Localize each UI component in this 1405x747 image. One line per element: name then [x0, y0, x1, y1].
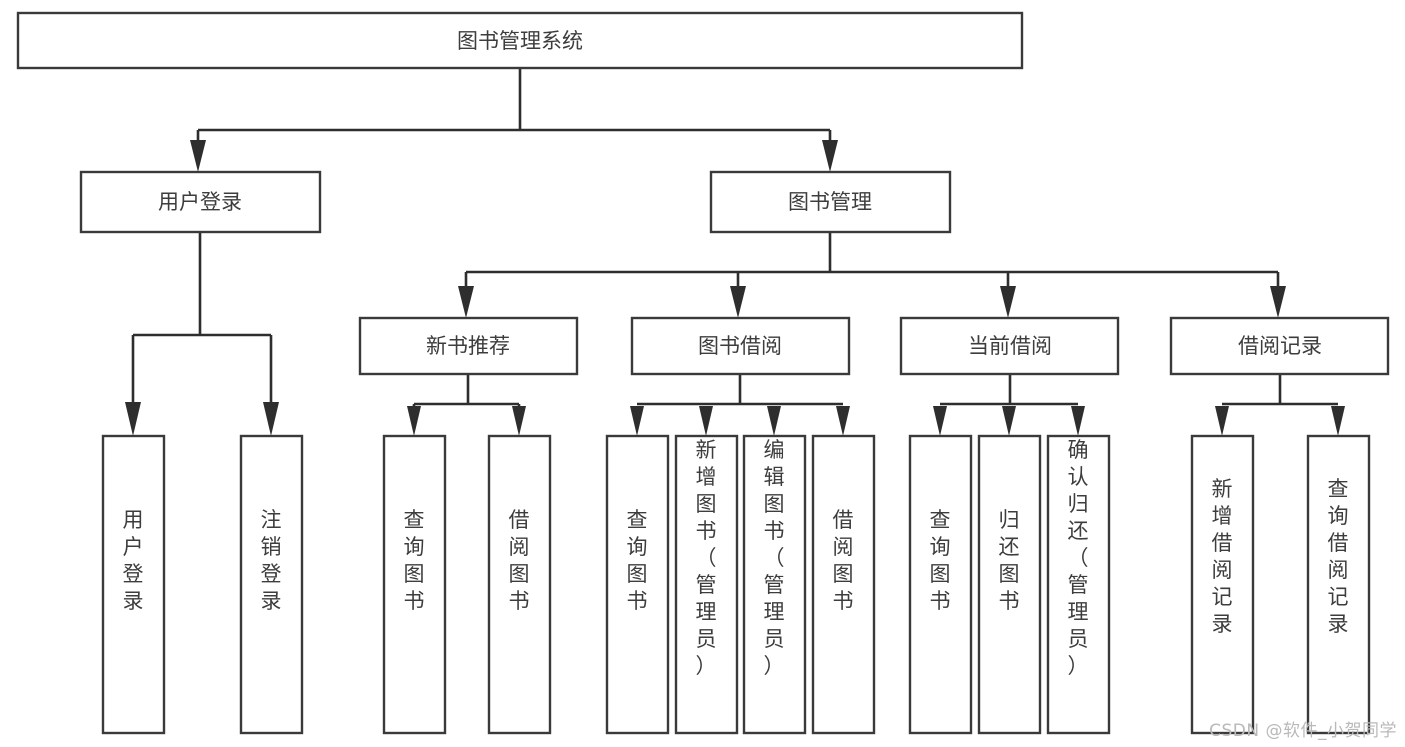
leaf-book-borrow-borrow-box[interactable] — [811, 434, 876, 735]
arrow-head-bookborrow-leaf-4 — [836, 406, 850, 436]
leaf-borrow-record-add-box[interactable] — [1190, 434, 1255, 735]
node-user-login-label: 用户登录 — [158, 190, 242, 214]
leaf-user-login-logout-label: 注销登录 — [261, 508, 282, 613]
leaf-book-borrow-edit-box[interactable] — [742, 434, 807, 735]
leaf-book-borrow-edit-label: 编辑图书（管理员） — [764, 438, 785, 678]
leaf-current-borrow-confirm[interactable]: 确认归还（管理员） — [1046, 434, 1111, 735]
leaf-book-borrow-add-label: 新增图书（管理员） — [696, 438, 717, 678]
leaf-user-login-login[interactable]: 用户登录 — [101, 434, 166, 735]
leaf-book-borrow-query[interactable]: 查询图书 — [605, 434, 670, 735]
arrow-head-user-login — [190, 140, 206, 172]
node-new-book-recommend-label: 新书推荐 — [426, 334, 510, 358]
arrow-head-borrowrecord-leaf-2 — [1331, 406, 1345, 436]
arrow-head-borrowrecord-leaf-1 — [1215, 406, 1229, 436]
leaf-borrow-record-add-label: 新增借阅记录 — [1212, 477, 1233, 636]
arrow-head-bookborrow-leaf-2 — [699, 406, 713, 436]
arrow-head-currentborrow-leaf-3 — [1071, 406, 1085, 436]
leaf-borrow-record-query-label: 查询借阅记录 — [1328, 477, 1349, 636]
node-root-label: 图书管理系统 — [457, 29, 583, 53]
leaf-new-book-borrow[interactable]: 借阅图书 — [487, 434, 552, 735]
arrow-head-currentborrow-leaf-2 — [1002, 406, 1016, 436]
node-current-borrow[interactable]: 当前借阅 — [899, 316, 1120, 376]
node-new-book-recommend-box[interactable] — [358, 316, 579, 376]
leaf-book-borrow-borrow[interactable]: 借阅图书 — [811, 434, 876, 735]
node-book-borrow-label: 图书借阅 — [698, 334, 782, 358]
node-borrow-record[interactable]: 借阅记录 — [1169, 316, 1390, 376]
node-new-book-recommend[interactable]: 新书推荐 — [358, 316, 579, 376]
leaf-new-book-borrow-label: 借阅图书 — [509, 508, 530, 613]
leaf-book-borrow-edit[interactable]: 编辑图书（管理员） — [742, 434, 807, 735]
leaf-current-borrow-confirm-box[interactable] — [1046, 434, 1111, 735]
arrow-head-newbook-leaf-1 — [407, 406, 421, 436]
leaf-borrow-record-add[interactable]: 新增借阅记录 — [1190, 434, 1255, 735]
arrow-head-current-borrow — [1000, 286, 1016, 318]
leaf-new-book-query-box[interactable] — [382, 434, 447, 735]
leaf-user-login-login-label: 用户登录 — [123, 508, 144, 613]
node-borrow-record-label: 借阅记录 — [1238, 334, 1322, 358]
leaf-book-borrow-query-label: 查询图书 — [627, 508, 648, 613]
connector-layer — [125, 68, 1345, 436]
arrow-head-leaf-logout — [263, 402, 279, 436]
leaf-new-book-query[interactable]: 查询图书 — [382, 434, 447, 735]
node-book-management-box[interactable] — [709, 170, 952, 234]
arrow-head-book-borrow — [730, 286, 746, 318]
arrow-head-book-mgmt — [822, 140, 838, 172]
arrow-head-currentborrow-leaf-1 — [933, 406, 947, 436]
leaf-book-borrow-query-box[interactable] — [605, 434, 670, 735]
node-root-box[interactable] — [16, 11, 1024, 70]
leaf-book-borrow-borrow-label: 借阅图书 — [833, 508, 854, 613]
csdn-watermark: CSDN @软件_小贺同学 — [1209, 721, 1397, 741]
leaf-borrow-record-query-box[interactable] — [1306, 434, 1371, 735]
leaf-user-login-login-box[interactable] — [101, 434, 166, 735]
arrow-head-new-book — [458, 286, 474, 318]
node-user-login[interactable]: 用户登录 — [79, 170, 322, 234]
node-book-borrow-box[interactable] — [630, 316, 851, 376]
leaf-current-borrow-return-box[interactable] — [977, 434, 1042, 735]
node-book-management-label: 图书管理 — [788, 190, 872, 214]
leaf-book-borrow-add-box[interactable] — [674, 434, 739, 735]
node-book-borrow[interactable]: 图书借阅 — [630, 316, 851, 376]
leaf-current-borrow-return-label: 归还图书 — [999, 508, 1020, 613]
node-user-login-box[interactable] — [79, 170, 322, 234]
leaf-current-borrow-query[interactable]: 查询图书 — [908, 434, 973, 735]
leaf-book-borrow-add[interactable]: 新增图书（管理员） — [674, 434, 739, 735]
leaf-current-borrow-query-label: 查询图书 — [930, 508, 951, 613]
arrow-head-bookborrow-leaf-1 — [630, 406, 644, 436]
leaf-new-book-query-label: 查询图书 — [404, 508, 425, 613]
leaf-user-login-logout-box[interactable] — [239, 434, 304, 735]
arrow-head-borrow-record — [1270, 286, 1286, 318]
leaf-borrow-record-query[interactable]: 查询借阅记录 — [1306, 434, 1371, 735]
node-current-borrow-label: 当前借阅 — [968, 334, 1052, 358]
node-root[interactable]: 图书管理系统 — [16, 11, 1024, 70]
arrow-head-newbook-leaf-2 — [512, 406, 526, 436]
arrow-head-leaf-user-login — [125, 402, 141, 436]
node-borrow-record-box[interactable] — [1169, 316, 1390, 376]
leaf-new-book-borrow-box[interactable] — [487, 434, 552, 735]
node-book-management[interactable]: 图书管理 — [709, 170, 952, 234]
leaf-current-borrow-confirm-label: 确认归还（管理员） — [1068, 438, 1089, 678]
leaf-current-borrow-return[interactable]: 归还图书 — [977, 434, 1042, 735]
leaf-user-login-logout[interactable]: 注销登录 — [239, 434, 304, 735]
node-current-borrow-box[interactable] — [899, 316, 1120, 376]
leaf-current-borrow-query-box[interactable] — [908, 434, 973, 735]
arrow-head-bookborrow-leaf-3 — [767, 406, 781, 436]
